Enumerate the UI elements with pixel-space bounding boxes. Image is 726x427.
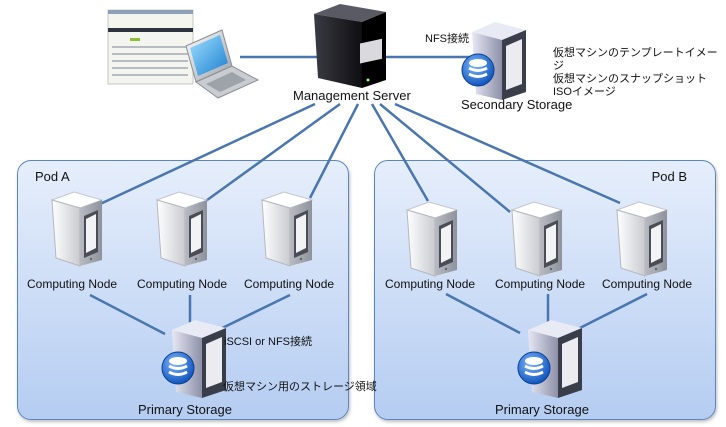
link-pod-b-node-1 <box>370 103 430 202</box>
pod-a-node-2-server-icon <box>155 191 209 267</box>
pod-a-node-2-label: Computing Node <box>137 277 228 291</box>
pod-b-primary-storage-label: Primary Storage <box>495 402 589 417</box>
laptop-icon <box>185 29 260 99</box>
pod-b-node-1-server-icon <box>405 201 459 277</box>
primary-storage-b-icon <box>517 320 582 398</box>
link-pod-b-node-3 <box>394 102 621 205</box>
link-pod-b-storage-1 <box>445 292 521 335</box>
link-pod-a-node-1 <box>97 102 316 207</box>
link-pod-a-storage-3 <box>211 293 291 335</box>
pod-a-node-3-server-icon <box>260 191 314 267</box>
nfs-connection-label: NFS接続 <box>425 33 469 45</box>
content-snapshot: 仮想マシンのスナップショット <box>553 73 707 85</box>
pod-b-node-3-label: Computing Node <box>602 277 693 291</box>
pod-b-node-2-server-icon <box>510 201 564 277</box>
management-server-label: Management Server <box>293 88 411 103</box>
pod-b-node-3-server-icon <box>615 201 669 277</box>
content-template-image: 仮想マシンのテンプレートイメージ <box>553 47 718 72</box>
primary-storage-a-icon <box>161 320 226 398</box>
link-pod-a-node-2 <box>202 102 341 205</box>
secondary-storage-contents: 仮想マシンのテンプレートイメージ 仮想マシンのスナップショット ISOイメージ <box>553 47 726 99</box>
management-server-icon <box>314 4 386 88</box>
primary-connection-label: iSCSI or NFS接続 <box>224 336 313 348</box>
web-console-screenshot-icon <box>107 9 194 85</box>
secondary-storage-label: Secondary Storage <box>461 97 573 112</box>
content-iso-image: ISOイメージ <box>553 86 616 98</box>
pod-b-label: Pod B <box>651 169 687 184</box>
pod-a-primary-storage-label: Primary Storage <box>138 402 232 417</box>
pod-b-node-2-label: Computing Node <box>495 277 586 291</box>
primary-storage-description: 仮想マシン用のストレージ領域 <box>223 381 377 393</box>
link-pod-a-node-3 <box>308 103 360 199</box>
pod-b-node-1-label: Computing Node <box>385 277 476 291</box>
pod-a-node-3-label: Computing Node <box>244 277 335 291</box>
link-pod-b-node-2 <box>379 103 511 213</box>
pod-a-node-1-label: Computing Node <box>27 277 118 291</box>
pod-a-label: Pod A <box>35 169 70 184</box>
secondary-storage-icon <box>461 22 526 100</box>
link-pod-a-storage-1 <box>89 293 166 336</box>
link-pod-b-storage-3 <box>569 292 648 335</box>
pod-a-node-1-server-icon <box>50 191 104 267</box>
